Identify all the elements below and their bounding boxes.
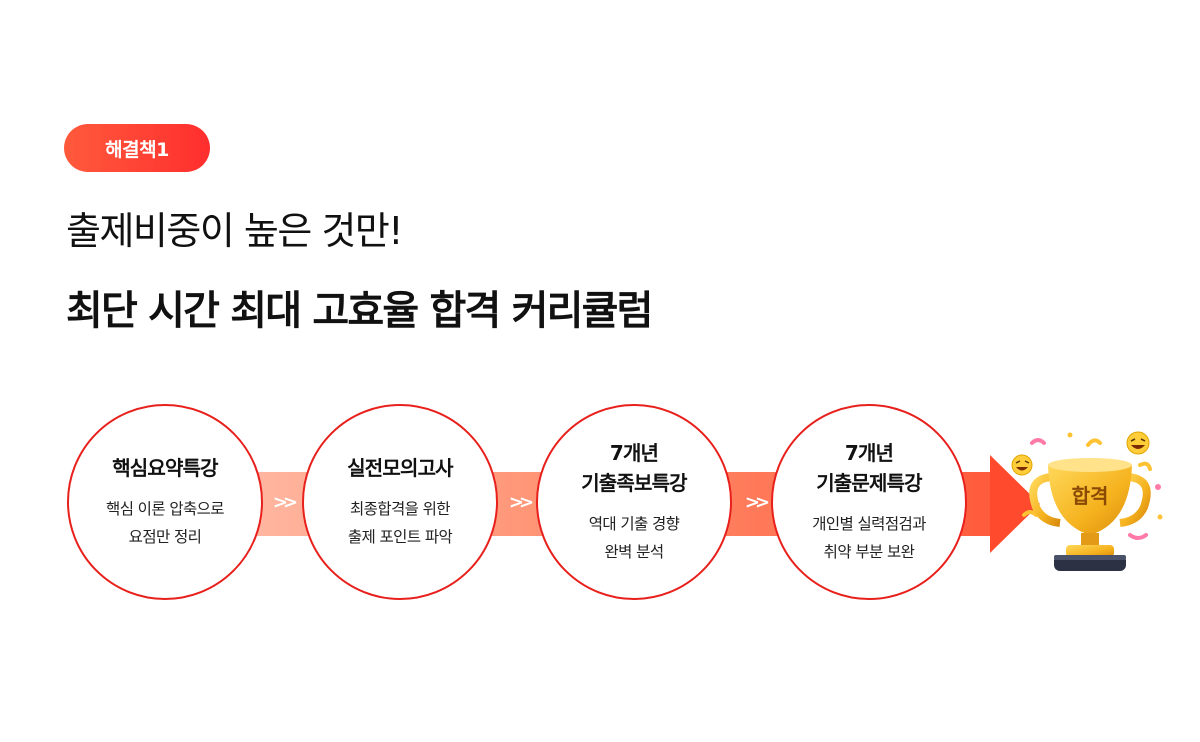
- laughing-emoji-icon: [1126, 431, 1150, 455]
- step-description: 최종합격을 위한 출제 포인트 파악: [347, 500, 453, 546]
- laughing-emoji-icon: [1011, 454, 1033, 476]
- step-description: 개인별 실력점검과 취약 부분 보완: [812, 515, 926, 561]
- step-circle-2: 실전모의고사 최종합격을 위한 출제 포인트 파악: [302, 404, 498, 600]
- step-circle-3: 7개년 기출족보특강 역대 기출 경향 완벽 분석: [536, 404, 732, 600]
- headline-title: 최단 시간 최대 고효율 합격 커리큘럼: [66, 288, 653, 334]
- headline-subtitle: 출제비중이 높은 것만!: [66, 209, 404, 253]
- step-circle-4: 7개년 기출문제특강 개인별 실력점검과 취약 부분 보완: [771, 404, 967, 600]
- step-title: 핵심요약특강: [112, 456, 218, 480]
- step-description: 핵심 이론 압축으로 요점만 정리: [106, 500, 225, 546]
- chevron-double-right-icon: >>: [744, 492, 770, 513]
- trophy-icon: 합격: [1011, 431, 1163, 571]
- step-title: 실전모의고사: [347, 456, 453, 480]
- step-description: 역대 기출 경향 완벽 분석: [588, 515, 680, 561]
- chevron-double-right-icon: >>: [272, 492, 298, 513]
- trophy-label: 합격: [1072, 484, 1109, 508]
- step-title: 7개년 기출문제특강: [816, 441, 922, 495]
- step-title: 7개년 기출족보특강: [581, 441, 687, 495]
- chevron-double-right-icon: >>: [508, 492, 534, 513]
- step-circle-1: 핵심요약특강 핵심 이론 압축으로 요점만 정리: [67, 404, 263, 600]
- solution-badge: 해결책1: [64, 124, 210, 172]
